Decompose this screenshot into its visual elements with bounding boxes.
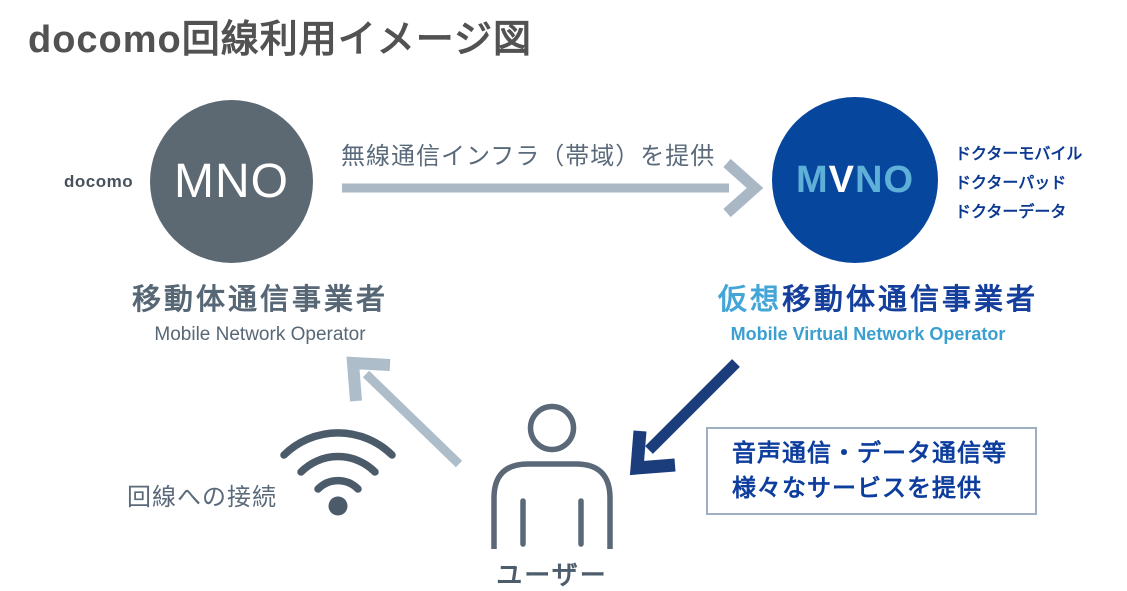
- service-item: ドクターモバイル: [955, 146, 1083, 163]
- docomo-label: docomo: [64, 172, 134, 191]
- up-left-arrow-icon: [346, 356, 463, 468]
- mno-circle: MNO: [150, 100, 313, 263]
- mvno-circle-label: MVNO: [796, 159, 914, 202]
- mvno-name-en: Mobile Virtual Network Operator: [730, 324, 1006, 344]
- person-icon: [491, 403, 613, 549]
- mvno-name-jp: 仮想移動体通信事業者: [718, 276, 1035, 318]
- service-item: ドクターデータ: [955, 204, 1067, 221]
- mvno-circle: MVNO: [772, 97, 938, 263]
- infra-arrow-label: 無線通信インフラ（帯域）を提供: [341, 143, 716, 170]
- mno-name-en: Mobile Network Operator: [154, 324, 366, 345]
- mno-circle-label: MNO: [174, 155, 289, 208]
- wifi-icon: [280, 429, 396, 516]
- mno-name-jp: 移動体通信事業者: [131, 284, 388, 316]
- service-box-line1: 音声通信・データ通信等: [732, 440, 1007, 467]
- mvno-name-jp-highlight: 仮想: [718, 284, 783, 316]
- mvno-letter-m: M: [795, 158, 829, 201]
- mvno-letters-no: NO: [855, 158, 914, 201]
- mvno-letter-v: V: [828, 158, 855, 201]
- user-label: ユーザー: [496, 560, 608, 590]
- page-title: docomo回線利用イメージ図: [28, 19, 533, 61]
- mvno-caption: 仮想移動体通信事業者 Mobile Virtual Network Operat…: [718, 276, 1035, 345]
- service-box-line2: 様々なサービスを提供: [732, 475, 982, 502]
- mvno-name-jp-rest: 移動体通信事業者: [782, 284, 1039, 316]
- mvno-service-list: ドクターモバイル ドクターパッド ドクターデータ: [955, 140, 1082, 227]
- mno-caption: 移動体通信事業者 Mobile Network Operator: [110, 276, 410, 346]
- service-item: ドクターパッド: [955, 175, 1067, 192]
- connection-label: 回線への接続: [127, 484, 277, 511]
- service-box: 音声通信・データ通信等 様々なサービスを提供: [706, 427, 1037, 515]
